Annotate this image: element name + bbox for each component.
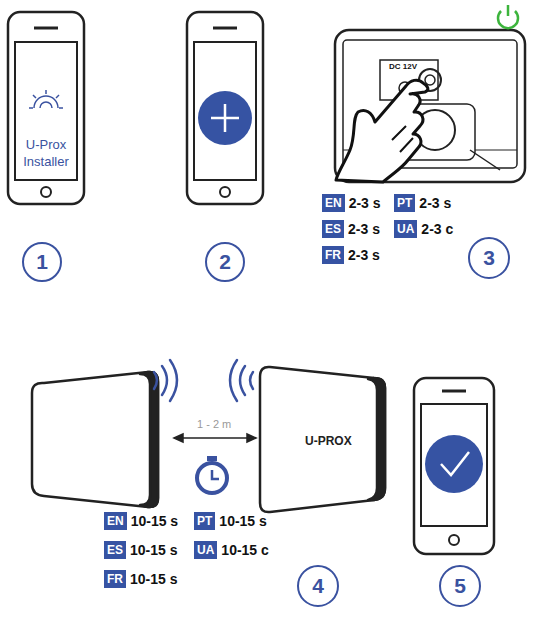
pointing-hand [336,80,428,182]
duration: 10-15 s [130,542,177,558]
step-number-text: 5 [454,574,466,598]
phone-outline [414,378,494,554]
app-name: U-Prox Installer [11,136,81,170]
device-left [32,372,158,507]
language-tag: FR10-15 s [104,570,177,588]
language-tag: EN10-15 s [104,512,178,530]
language-code: ES [322,220,344,238]
step-number-text: 4 [312,574,324,598]
duration: 10-15 s [219,513,266,529]
language-tag: FR2-3 s [322,246,380,264]
duration: 2-3 s [419,195,451,211]
step-number-text: 3 [483,246,495,270]
language-code: PT [194,512,215,530]
language-code: EN [322,194,345,212]
language-code: EN [104,512,127,530]
distance-arrow [174,434,256,442]
step-number: 4 [297,565,339,607]
duration: 2-3 c [421,221,453,237]
app-screen: U-Prox Installer [11,42,81,180]
gear-icon [29,90,63,108]
language-tag: ES10-15 s [104,541,178,559]
language-code: PT [394,194,415,212]
language-code: ES [104,541,126,559]
device-back [335,30,525,182]
check-icon [425,435,483,493]
language-code: FR [104,570,126,588]
language-tag: UA2-3 c [394,220,453,238]
language-code: UA [194,541,217,559]
device-right [260,367,385,512]
step-number: 5 [439,565,481,607]
language-tag: PT2-3 s [394,194,451,212]
radio-waves [154,360,253,401]
plus-button [198,91,252,145]
language-tag: ES2-3 s [322,220,380,238]
brand-logo: U-PROX [305,434,352,448]
phone-outline [187,12,263,204]
language-tag: EN2-3 s [322,194,381,212]
step-number-text: 2 [219,250,231,274]
duration: 2-3 s [348,221,380,237]
duration: 2-3 s [348,247,380,263]
language-code: UA [394,220,417,238]
duration: 10-15 s [130,571,177,587]
duration: 2-3 s [349,195,381,211]
duration: 10-15 s [131,513,178,529]
language-tag: PT10-15 s [194,512,267,530]
step-number: 3 [468,237,510,279]
power-icon [498,5,518,28]
language-code: FR [322,246,344,264]
connector-label: DC 12V [389,62,417,71]
step-number: 2 [205,242,245,282]
distance-label: 1 - 2 m [197,418,231,430]
language-tag: UA10-15 c [194,541,269,559]
step-number: 1 [22,242,62,282]
phone-outline [8,12,84,204]
duration: 10-15 c [221,542,268,558]
step-number-text: 1 [36,250,48,274]
stopwatch-icon [197,456,227,493]
